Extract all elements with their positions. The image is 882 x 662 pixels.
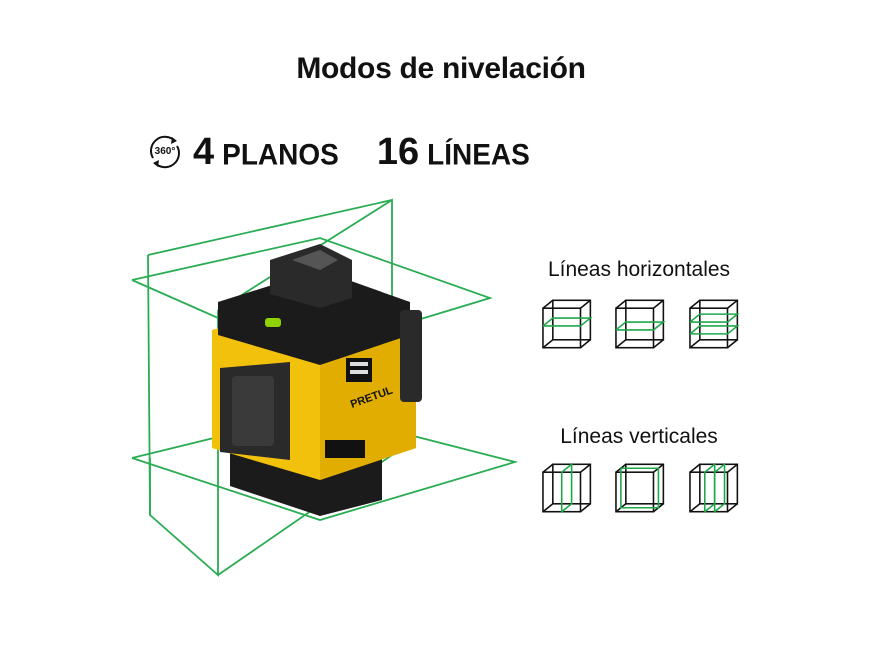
planes-number: 4 — [193, 130, 215, 173]
vertical-cubes-row — [540, 460, 740, 516]
horizontal-lines-label: Líneas horizontales — [547, 258, 731, 281]
lines-word: LÍNEAS — [427, 137, 530, 171]
device-body — [212, 244, 422, 516]
horizontal-cubes-row — [540, 296, 740, 352]
cube-vertical-lines-icon — [615, 463, 665, 513]
cube-vertical-lines-icon — [542, 462, 592, 514]
laser-level-illustration: PRETUL — [120, 190, 520, 584]
cube-horizontal-lines-icon — [542, 299, 593, 349]
cube-horizontal-lines-icon — [615, 299, 666, 349]
vertical-lines-label: Líneas verticales — [560, 425, 718, 448]
planes-word: PLANOS — [222, 137, 339, 171]
rotation-360-icon: 360° — [145, 132, 185, 172]
cube-vertical-lines-icon — [688, 462, 738, 514]
lines-number: 16 — [376, 130, 420, 173]
planes-spec: 4 PLANOS — [193, 131, 339, 174]
spec-row: 360° 4 PLANOS 16 LÍNEAS — [145, 128, 530, 176]
page-title: Modos de nivelación — [296, 52, 586, 85]
rotation-label: 360° — [154, 146, 176, 157]
cube-horizontal-lines-icon — [688, 299, 740, 349]
lines-spec: 16 LÍNEAS — [377, 131, 530, 174]
